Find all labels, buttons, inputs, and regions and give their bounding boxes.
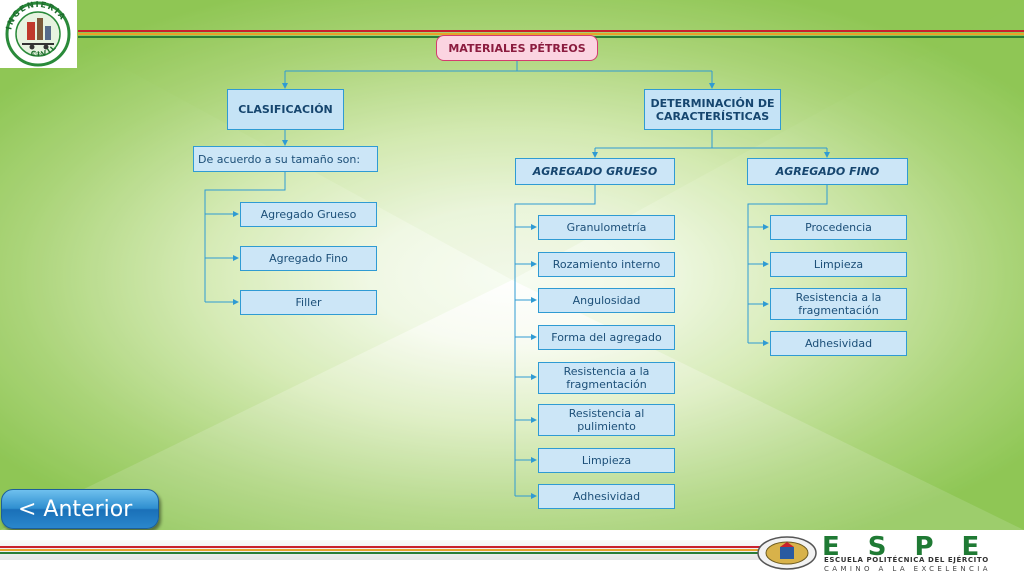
grueso-item: Forma del agregado [538, 325, 675, 350]
root-node: MATERIALES PÉTREOS [436, 35, 598, 61]
espe-line2: CAMINO A LA EXCELENCIA [824, 565, 991, 573]
grueso-item: Limpieza [538, 448, 675, 473]
espe-emblem-icon [757, 536, 817, 570]
grueso-item: Granulometría [538, 215, 675, 240]
fino-item: Limpieza [770, 252, 907, 277]
espe-brand: ESPE [822, 532, 1008, 562]
footer: ESPE ESCUELA POLITÉCNICA DEL EJÉRCITO CA… [0, 530, 1024, 576]
grueso-item: Resistencia a la fragmentación [538, 362, 675, 394]
header-red-line [78, 30, 1024, 32]
agregado-fino-node: AGREGADO FINO [747, 158, 908, 185]
footer-stripes [0, 546, 760, 554]
agregado-grueso-node: AGREGADO GRUESO [515, 158, 675, 185]
clasificacion-item: Filler [240, 290, 377, 315]
clasificacion-item: Agregado Fino [240, 246, 377, 271]
fino-item: Resistencia a la fragmentación [770, 288, 907, 320]
header-orange-line [78, 33, 1024, 35]
grueso-item: Adhesividad [538, 484, 675, 509]
espe-line1: ESCUELA POLITÉCNICA DEL EJÉRCITO [824, 556, 989, 564]
ingenieria-civil-logo: INGENIERIA CIVIL ESPE [0, 0, 77, 68]
connector-lines [204, 61, 830, 499]
clasificacion-item: Agregado Grueso [240, 202, 377, 227]
clasificacion-subtitle: De acuerdo a su tamaño son: [193, 146, 378, 172]
fino-item: Adhesividad [770, 331, 907, 356]
grueso-item: Angulosidad [538, 288, 675, 313]
grueso-item: Resistencia al pulimiento [538, 404, 675, 436]
logo-small-text: ESPE [33, 52, 43, 57]
determinacion-node: DETERMINACIÓN DE CARACTERÍSTICAS [644, 89, 781, 130]
anterior-button[interactable]: < Anterior [1, 489, 159, 529]
clasificacion-node: CLASIFICACIÓN [227, 89, 344, 130]
grueso-item: Rozamiento interno [538, 252, 675, 277]
fino-item: Procedencia [770, 215, 907, 240]
